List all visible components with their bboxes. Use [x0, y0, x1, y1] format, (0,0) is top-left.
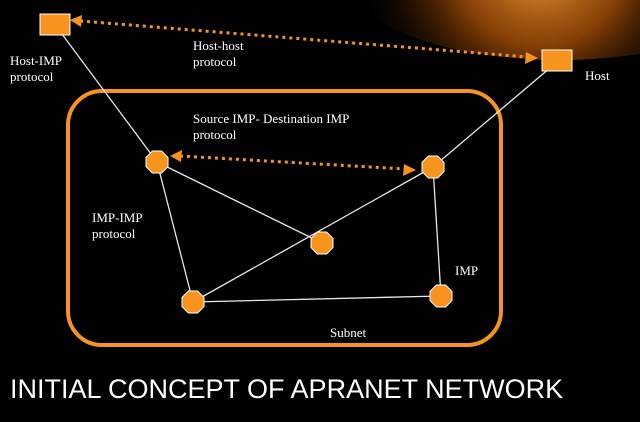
link-imp-1-imp-4	[156, 161, 194, 303]
link-imp-1-imp-3	[156, 161, 323, 244]
subnet-boundary	[66, 89, 503, 347]
imp-imp-protocol-label: IMP-IMP protocol	[92, 210, 143, 241]
subnet-label: Subnet	[330, 325, 367, 340]
imp-node	[145, 150, 169, 174]
link-host-left-to-imp	[55, 25, 158, 163]
host-left-box	[39, 13, 71, 36]
link-imp-4-imp-5	[192, 295, 442, 303]
host-right-box	[541, 49, 573, 72]
imp-label: IMP	[455, 263, 479, 278]
corner-glow	[352, 0, 640, 60]
host-host-protocol-label: Host-host protocol	[193, 38, 244, 69]
host-label: Host	[585, 68, 610, 83]
imp-node	[429, 284, 453, 308]
imp-imp-arrow	[170, 150, 416, 176]
caption-title: INITIAL CONCEPT OF APRANET NETWORK	[10, 374, 564, 404]
link-imp-4-imp-2	[192, 166, 434, 303]
host-imp-protocol-label: Host-IMP protocol	[10, 53, 63, 84]
imp-node	[421, 155, 445, 179]
host-host-arrow	[70, 15, 538, 64]
imp-node	[181, 290, 205, 314]
link-imp-2-imp-5	[432, 166, 442, 297]
imp-node	[310, 231, 334, 255]
source-dest-imp-protocol-label: Source IMP- Destination IMP protocol	[193, 111, 350, 142]
link-host-right-to-imp	[432, 61, 558, 168]
